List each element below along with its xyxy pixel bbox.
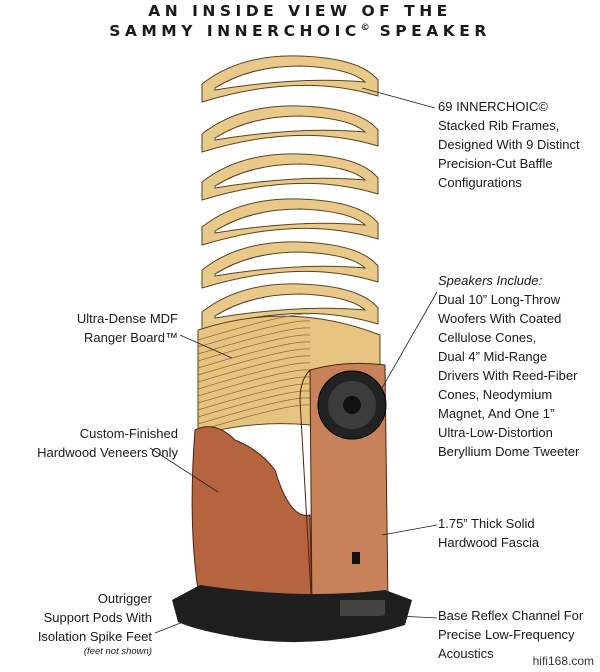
- rib-frames: [201, 55, 379, 331]
- title-line-1: AN INSIDE VIEW OF THE: [148, 2, 452, 20]
- veneer-panel: [191, 426, 313, 611]
- diagram-title: AN INSIDE VIEW OF THE SAMMY INNERCHOIC© …: [0, 3, 600, 40]
- label-rib-frames: 69 INNERCHOIC© Stacked Rib Frames,Design…: [438, 99, 580, 190]
- base-plinth: [172, 585, 412, 643]
- leader-lines: [149, 87, 438, 634]
- title-line-2: SAMMY INNERCHOIC© SPEAKER: [109, 22, 491, 41]
- watermark: hifi168.com: [532, 654, 594, 668]
